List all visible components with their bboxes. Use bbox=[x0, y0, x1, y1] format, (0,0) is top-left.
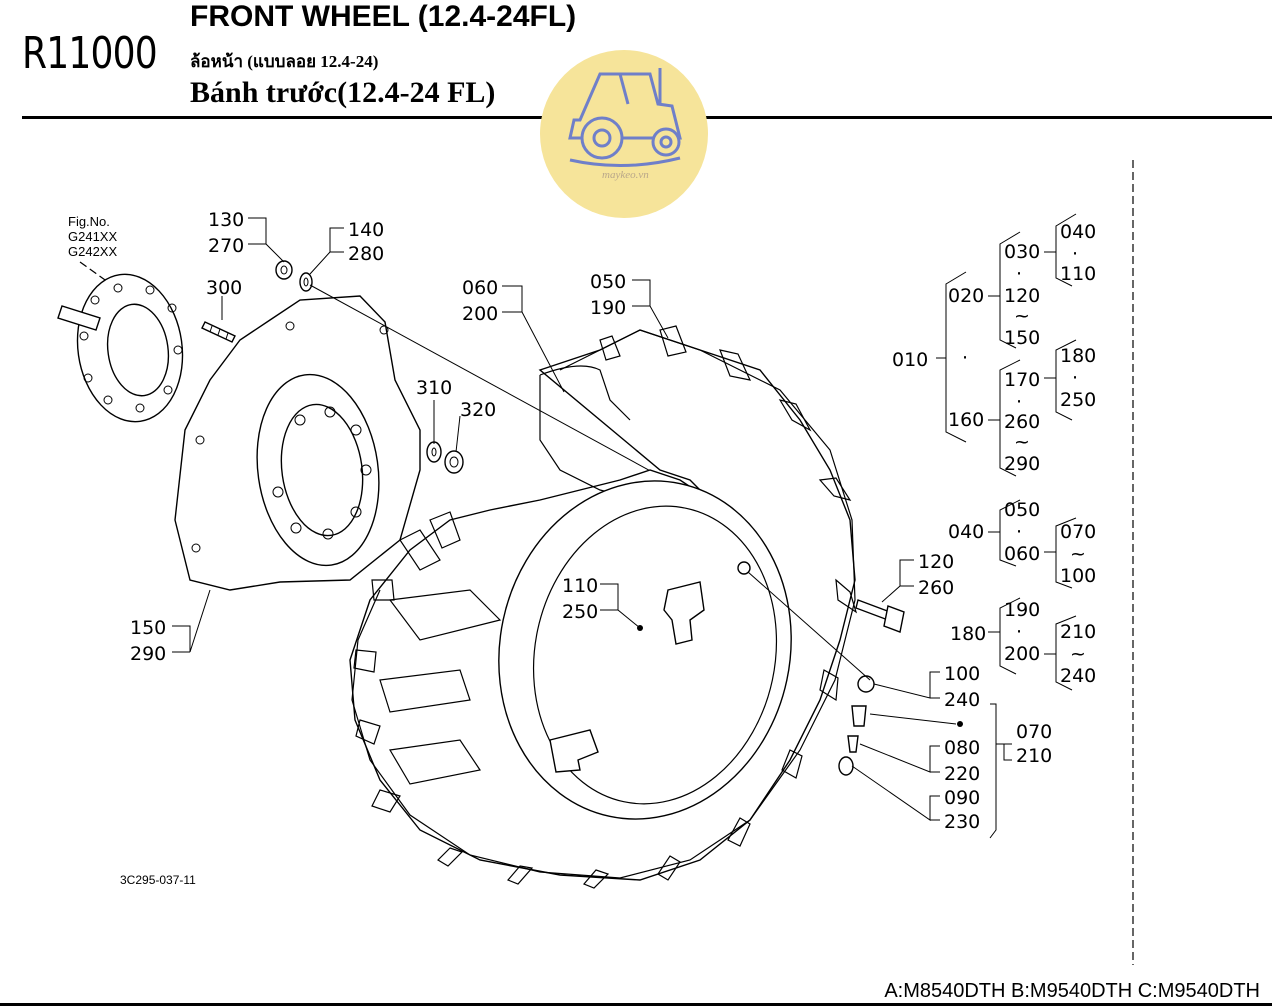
stud-bolt bbox=[201, 321, 236, 343]
watermark-text: maykeo.vn bbox=[602, 169, 649, 181]
nut-320 bbox=[444, 450, 464, 474]
label-260: 260 bbox=[918, 577, 954, 599]
tree-tilde: ~ bbox=[1014, 431, 1030, 453]
valve-cap-090 bbox=[838, 756, 854, 776]
drawing-code: 3C295-037-11 bbox=[120, 873, 196, 887]
tree-050: 050 bbox=[1004, 499, 1040, 521]
tree-tilde: ~ bbox=[1070, 543, 1086, 565]
label-060: 060 bbox=[462, 277, 498, 299]
tree-070: 070 bbox=[1060, 521, 1096, 543]
tree-180-b: 180 bbox=[950, 623, 986, 645]
label-100: 100 bbox=[944, 663, 980, 685]
fig-ref-line: G242XX bbox=[68, 244, 118, 259]
leader-lines bbox=[172, 217, 1012, 839]
label-150: 150 bbox=[130, 617, 166, 639]
tree-dot: · bbox=[1016, 521, 1022, 543]
label-230: 230 bbox=[944, 811, 980, 833]
label-070: 070 bbox=[1016, 721, 1052, 743]
nut-130 bbox=[275, 260, 293, 280]
model-list: A:M8540DTH B:M9540DTH C:M9540DTH bbox=[884, 980, 1260, 1002]
rim-bolt bbox=[855, 599, 905, 633]
tree-dot: · bbox=[1016, 263, 1022, 285]
label-290: 290 bbox=[130, 643, 166, 665]
tree-160: 160 bbox=[948, 409, 984, 431]
wheel-rim bbox=[498, 480, 792, 820]
label-200: 200 bbox=[462, 303, 498, 325]
tree-030: 030 bbox=[1004, 241, 1040, 263]
tree-100: 100 bbox=[1060, 565, 1096, 587]
label-080: 080 bbox=[944, 737, 980, 759]
tree-250: 250 bbox=[1060, 389, 1096, 411]
label-280: 280 bbox=[348, 243, 384, 265]
tree-290: 290 bbox=[1004, 453, 1040, 475]
valve-stem-070 bbox=[851, 705, 867, 727]
wheel-disc bbox=[174, 295, 421, 591]
valve-core-080 bbox=[847, 735, 859, 753]
page-code: R11000 bbox=[22, 28, 158, 79]
tree-dot: · bbox=[1016, 391, 1022, 413]
tree-210: 210 bbox=[1060, 621, 1096, 643]
title-english: FRONT WHEEL (12.4-24FL) bbox=[190, 0, 577, 33]
tree-060: 060 bbox=[1004, 543, 1040, 565]
tree-040-b: 040 bbox=[948, 521, 984, 543]
tree-240: 240 bbox=[1060, 665, 1096, 687]
tree-180: 180 bbox=[1060, 345, 1096, 367]
washer-310 bbox=[426, 441, 442, 463]
label-270: 270 bbox=[208, 235, 244, 257]
label-190: 190 bbox=[590, 297, 626, 319]
label-090: 090 bbox=[944, 787, 980, 809]
tractor-watermark-icon: maykeo.vn bbox=[540, 50, 708, 218]
tree-tilde: ~ bbox=[1014, 305, 1030, 327]
footer-rule bbox=[0, 1003, 1272, 1006]
label-120: 120 bbox=[918, 551, 954, 573]
tree-dot: · bbox=[1016, 621, 1022, 643]
label-110: 110 bbox=[562, 575, 598, 597]
tree-260: 260 bbox=[1004, 411, 1040, 433]
tree-110: 110 bbox=[1060, 263, 1096, 285]
fig-ref-line: Fig.No. bbox=[68, 214, 110, 229]
tree-190: 190 bbox=[1004, 599, 1040, 621]
title-thai: ล้อหน้า (แบบลอย 12.4-24) bbox=[190, 52, 379, 71]
label-300: 300 bbox=[206, 277, 242, 299]
tree-dot: · bbox=[1072, 367, 1078, 389]
tree-120: 120 bbox=[1004, 285, 1040, 307]
label-240: 240 bbox=[944, 689, 980, 711]
label-210: 210 bbox=[1016, 745, 1052, 767]
tree-dot: · bbox=[962, 347, 968, 369]
tree-010: 010 bbox=[892, 349, 928, 371]
tree-dot: · bbox=[1072, 243, 1078, 265]
washer-140 bbox=[299, 272, 313, 292]
tree-040: 040 bbox=[1060, 221, 1096, 243]
label-130: 130 bbox=[208, 209, 244, 231]
tree-150: 150 bbox=[1004, 327, 1040, 349]
tree-tilde: ~ bbox=[1070, 643, 1086, 665]
label-250: 250 bbox=[562, 601, 598, 623]
title-vietnamese: Bánh trước(12.4-24 FL) bbox=[190, 76, 496, 109]
fig-ref-line: G241XX bbox=[68, 229, 118, 244]
tree-170: 170 bbox=[1004, 369, 1040, 391]
tree-020: 020 bbox=[948, 285, 984, 307]
hub-flange bbox=[57, 261, 184, 423]
valve-nut-100 bbox=[857, 675, 875, 693]
tree-200: 200 bbox=[1004, 643, 1040, 665]
figure-reference: Fig.No. G241XX G242XX bbox=[68, 214, 117, 259]
tree-brackets bbox=[936, 213, 1077, 691]
label-310: 310 bbox=[416, 377, 452, 399]
label-320: 320 bbox=[460, 399, 496, 421]
label-140: 140 bbox=[348, 219, 384, 241]
label-220: 220 bbox=[944, 763, 980, 785]
label-050: 050 bbox=[590, 271, 626, 293]
